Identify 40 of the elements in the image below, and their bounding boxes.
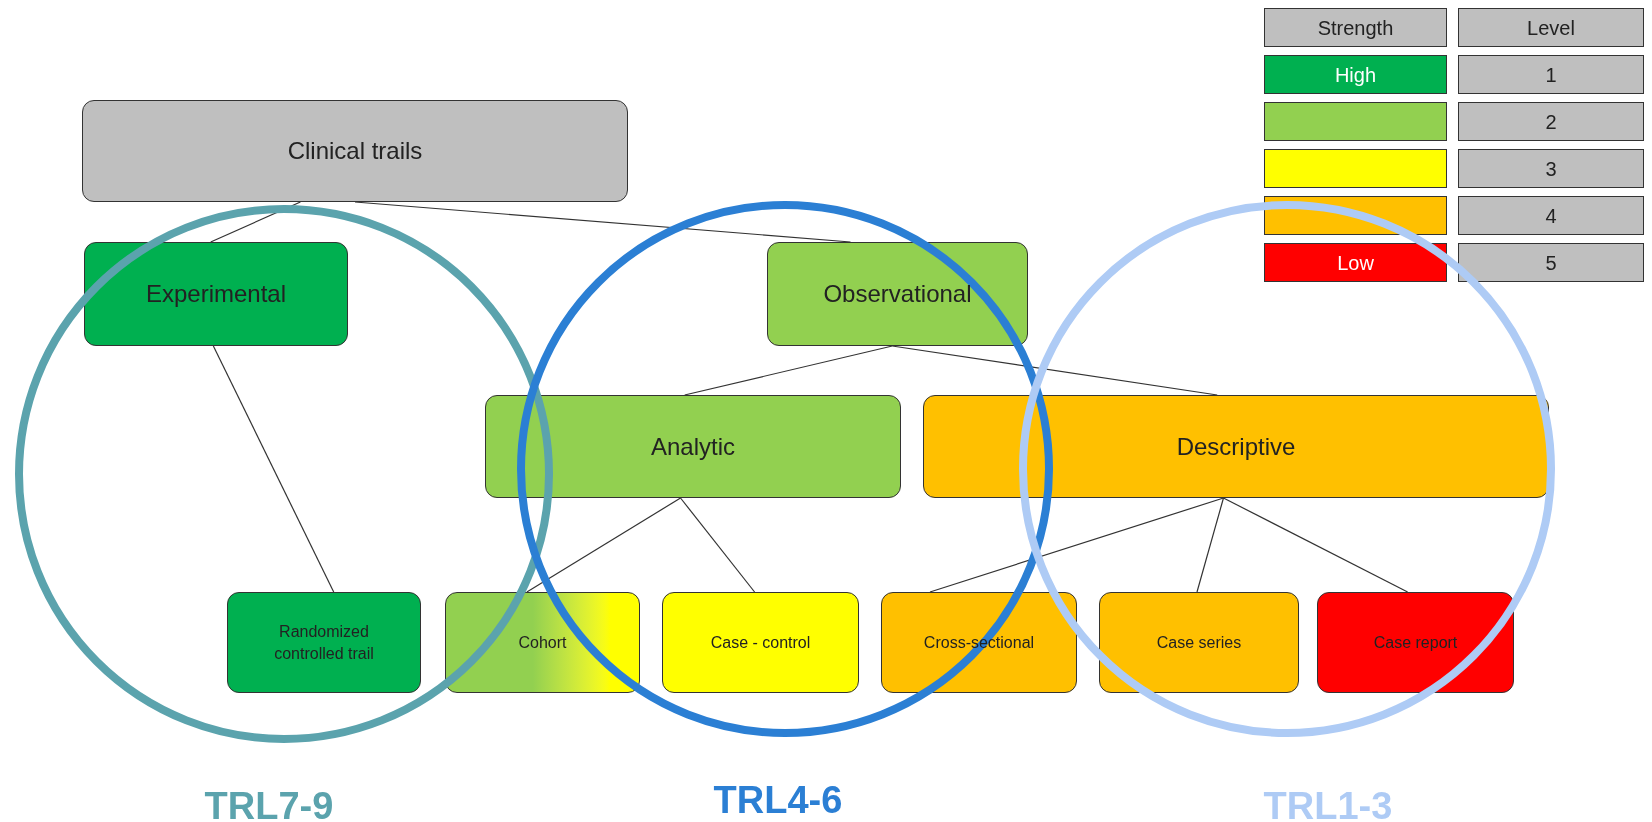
box-label: Cohort: [517, 632, 568, 653]
category-box: [767, 242, 1028, 346]
category-box: [1099, 592, 1299, 693]
connector-line: [684, 345, 893, 396]
box-label: Case series: [1155, 632, 1243, 653]
category-box: [227, 592, 421, 693]
category-box: [662, 592, 859, 693]
box-label: Descriptive: [1175, 431, 1297, 462]
box-label: Experimental: [144, 279, 288, 309]
level-cell: 5: [1458, 243, 1644, 282]
category-box: [445, 592, 640, 693]
box-label: Case report: [1372, 632, 1459, 653]
connector-line: [679, 497, 756, 593]
connector-line: [929, 497, 1225, 593]
level-cell: 3: [1458, 149, 1644, 188]
category-box: [485, 395, 901, 498]
box-label: Clinical trails: [286, 136, 424, 166]
category-box: [82, 100, 628, 202]
connector-line: [1196, 497, 1225, 593]
level-cell: 4: [1458, 196, 1644, 235]
trl-label: TRL4-6: [713, 781, 843, 819]
category-box: [923, 395, 1549, 498]
strength-swatch: Low: [1264, 243, 1447, 282]
category-box: [881, 592, 1077, 693]
connector-line: [526, 497, 682, 593]
level-cell: 1: [1458, 55, 1644, 94]
box-label: Analytic: [649, 431, 736, 462]
strength-swatch: High: [1264, 55, 1447, 94]
table-header: Level: [1458, 8, 1644, 47]
trl-label: TRL7-9: [204, 787, 334, 822]
box-label: Randomized controlled trail: [273, 621, 375, 664]
category-box: [84, 242, 348, 346]
table-header: Strength: [1264, 8, 1447, 47]
connector-line: [212, 345, 335, 593]
box-label: Observational: [822, 279, 973, 309]
level-cell: 2: [1458, 102, 1644, 141]
box-label: Case - control: [709, 632, 812, 653]
category-box: [1317, 592, 1514, 693]
trl-label: TRL1-3: [1263, 787, 1393, 822]
connector-line: [1222, 497, 1409, 593]
